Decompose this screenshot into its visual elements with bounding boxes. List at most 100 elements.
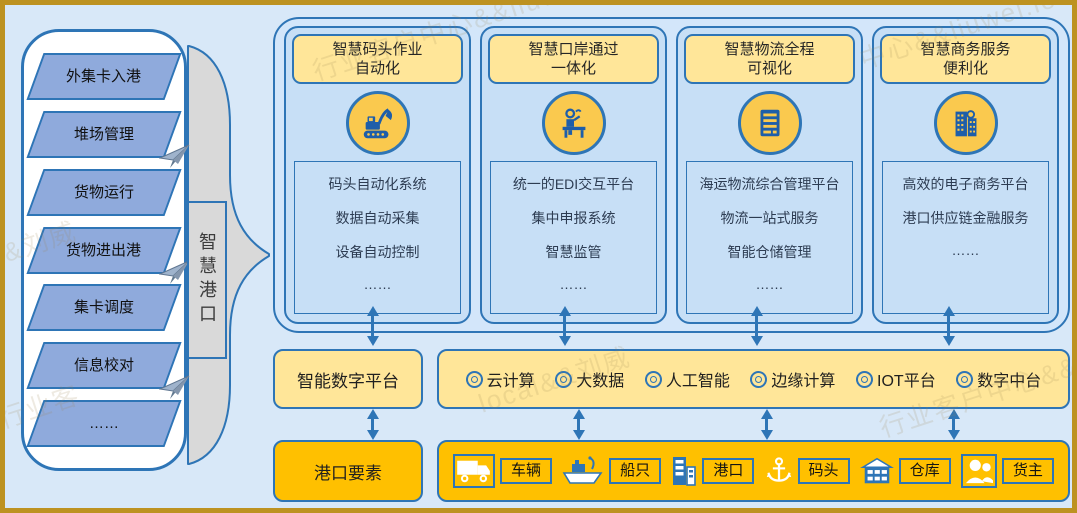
customs-clearance-icon — [562, 108, 585, 138]
tech-item-label: 人工智能 — [665, 373, 730, 390]
technology-row: 云计算 大数据 人工智能 边缘计算 IOT平台 数字中台 — [437, 349, 1070, 409]
list-item: 物流一站式服务 — [720, 210, 819, 226]
tech-item-label: 边缘计算 — [771, 373, 836, 390]
list-item: …… — [559, 276, 588, 292]
tech-item-ai: 人工智能 — [644, 367, 730, 391]
smart-port-label: 智慧港口 — [187, 201, 227, 359]
column-title-line1: 智慧口岸通过 — [528, 40, 619, 58]
column-item-list: 高效的电子商务平台 港口供应链金融服务 …… — [882, 161, 1049, 314]
tech-item-edge-computing: 边缘计算 — [750, 367, 835, 391]
process-step: 堆场管理 — [26, 110, 190, 168]
entity-label: 码头 — [797, 458, 850, 484]
process-step-label: 外集卡入港 — [66, 67, 142, 85]
process-step-label: 信息校对 — [73, 357, 134, 375]
column-commerce-services: 智慧商务服务 便利化 — [872, 26, 1059, 324]
bullseye-icon — [750, 370, 768, 388]
entity-label: 货主 — [1001, 458, 1054, 484]
entity-label: 仓库 — [898, 458, 951, 484]
column-logistics-visibility: 智慧物流全程 可视化 海运物流综合管理平台 物流一站式服务 智能仓储管理 …… — [676, 26, 863, 324]
list-item: 智能仓储管理 — [727, 244, 812, 260]
bullseye-icon — [856, 370, 874, 388]
tech-item-iot-platform: IOT平台 — [856, 367, 936, 391]
list-item: 海运物流综合管理平台 — [699, 176, 840, 192]
double-arrow — [952, 418, 955, 431]
process-step-label: 堆场管理 — [73, 125, 134, 143]
column-item-list: 码头自动化系统 数据自动采集 设备自动控制 …… — [294, 161, 461, 314]
column-title-line1: 智慧码头作业 — [332, 40, 423, 58]
process-step-label: 货物进出港 — [66, 241, 142, 259]
column-header: 智慧物流全程 可视化 — [684, 34, 855, 84]
column-title-line2: 自动化 — [354, 60, 400, 77]
column-item-list: 统一的EDI交互平台 集中申报系统 智慧监管 …… — [490, 161, 657, 314]
process-step-label: …… — [89, 415, 119, 432]
list-item: 港口供应链金融服务 — [902, 210, 1029, 226]
process-step: 信息校对 — [26, 342, 190, 400]
bullseye-icon — [644, 370, 662, 388]
process-step-label: 集卡调度 — [73, 299, 134, 317]
digital-platform-box: 智能数字平台 — [273, 349, 423, 409]
column-terminal-automation: 智慧码头作业 自动化 码头自动化系统 数据自动采集 设备自动控制 — [284, 26, 471, 324]
column-item-list: 海运物流综合管理平台 物流一站式服务 智能仓储管理 …… — [686, 161, 853, 314]
commerce-buildings-icon — [955, 110, 976, 137]
list-item: 集中申报系统 — [531, 210, 616, 226]
list-item: 统一的EDI交互平台 — [512, 176, 635, 192]
bullseye-icon — [555, 370, 573, 388]
bullseye-icon — [956, 370, 974, 388]
process-step: 外集卡入港 — [26, 52, 182, 100]
tech-item-label: IOT平台 — [877, 373, 936, 390]
tech-item-label: 大数据 — [576, 373, 625, 390]
smart-port-label-text: 智慧港口 — [197, 232, 217, 328]
paper-plane-icon — [159, 375, 190, 400]
tech-item-cloud-computing: 云计算 — [465, 367, 535, 391]
double-arrow — [371, 315, 374, 337]
entity-port: 港口 — [671, 455, 755, 487]
icon-circle — [933, 91, 998, 155]
column-title-line1: 智慧商务服务 — [920, 40, 1011, 58]
brace-shape — [187, 45, 270, 465]
ship-icon — [562, 456, 603, 484]
list-item: 数据自动采集 — [335, 210, 420, 226]
icon-circle — [345, 91, 410, 155]
double-arrow — [947, 315, 950, 337]
icon-circle — [737, 91, 802, 155]
icon-circle — [541, 91, 606, 155]
list-item: …… — [755, 276, 784, 292]
capabilities-panel: 智慧码头作业 自动化 码头自动化系统 数据自动采集 设备自动控制 — [273, 17, 1070, 333]
list-item: …… — [363, 276, 392, 292]
double-arrow — [765, 418, 768, 431]
entity-warehouse: 仓库 — [859, 455, 951, 487]
list-item: 设备自动控制 — [335, 244, 420, 260]
entity-label: 船只 — [609, 458, 662, 484]
anchor-icon — [766, 457, 791, 482]
entity-label: 港口 — [702, 458, 755, 484]
people-icon — [960, 454, 997, 488]
port-elements-label: 港口要素 — [314, 463, 382, 483]
list-item: 码头自动化系统 — [328, 176, 427, 192]
entity-ship: 船只 — [562, 455, 662, 487]
double-arrow — [563, 315, 566, 337]
tech-item-label: 数字中台 — [977, 373, 1042, 390]
column-title-line2: 可视化 — [746, 60, 792, 77]
process-step: 货物运行 — [26, 168, 182, 216]
column-header: 智慧码头作业 自动化 — [292, 34, 463, 84]
double-arrow — [371, 418, 374, 431]
process-panel: 外集卡入港 堆场管理 货物运行 货物进出港 集卡调度 信息校对 — [21, 29, 190, 471]
entity-vehicle: 车辆 — [453, 454, 552, 488]
truck-icon — [453, 454, 495, 488]
list-item: 智慧监管 — [545, 244, 602, 260]
paper-plane-icon — [159, 144, 190, 168]
column-title-line2: 一体化 — [550, 60, 596, 77]
port-entities-row: 车辆 船只 港口 — [437, 440, 1070, 502]
column-header: 智慧商务服务 便利化 — [880, 34, 1051, 84]
warehouse-icon — [859, 457, 894, 484]
digital-platform-label: 智能数字平台 — [297, 371, 399, 391]
entity-wharf: 码头 — [765, 455, 850, 487]
excavator-icon — [363, 108, 392, 139]
double-arrow — [577, 418, 580, 431]
column-title-line2: 便利化 — [942, 60, 988, 77]
process-step: …… — [26, 400, 182, 448]
double-arrow — [755, 315, 758, 337]
logistics-document-icon — [760, 109, 779, 137]
tech-item-digital-middle-platform: 数字中台 — [956, 367, 1041, 391]
